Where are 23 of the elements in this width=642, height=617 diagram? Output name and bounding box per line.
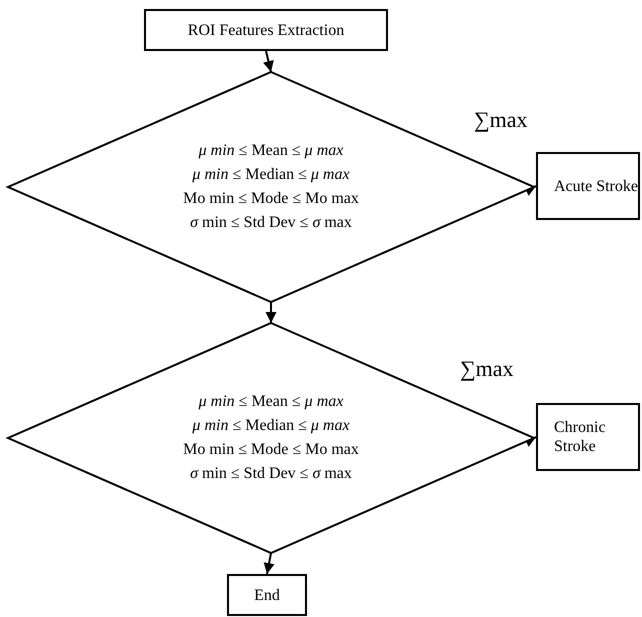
condition-text: μ min ≤ Median ≤ μ max	[192, 165, 350, 185]
process-box	[536, 403, 640, 471]
arrow	[263, 50, 274, 72]
decision-diamond	[8, 323, 534, 553]
box-label: Acute Stroke	[554, 176, 638, 196]
box-label: Chronic Stroke	[554, 418, 607, 456]
condition-text: σ min ≤ Std Dev ≤ σ max	[190, 213, 352, 233]
condition-text: Mo min ≤ Mode ≤ Mo max	[183, 440, 359, 460]
condition-text: σ min ≤ Std Dev ≤ σ max	[190, 464, 352, 484]
end-box	[227, 574, 307, 616]
condition-text: μ min ≤ Median ≤ μ max	[192, 416, 350, 436]
arrow	[266, 302, 276, 323]
box-label: End	[254, 586, 280, 604]
process-box	[144, 9, 388, 51]
decision-diamond	[8, 72, 534, 302]
arrow	[524, 185, 536, 196]
condition-text: Mo min ≤ Mode ≤ Mo max	[183, 189, 359, 209]
arrow	[524, 436, 536, 447]
condition-text: μ min ≤ Mean ≤ μ max	[198, 141, 344, 161]
arrow	[264, 552, 274, 574]
process-box	[536, 152, 640, 220]
condition-text: μ min ≤ Mean ≤ μ max	[198, 392, 344, 412]
box-label: ROI Features Extraction	[188, 20, 344, 40]
